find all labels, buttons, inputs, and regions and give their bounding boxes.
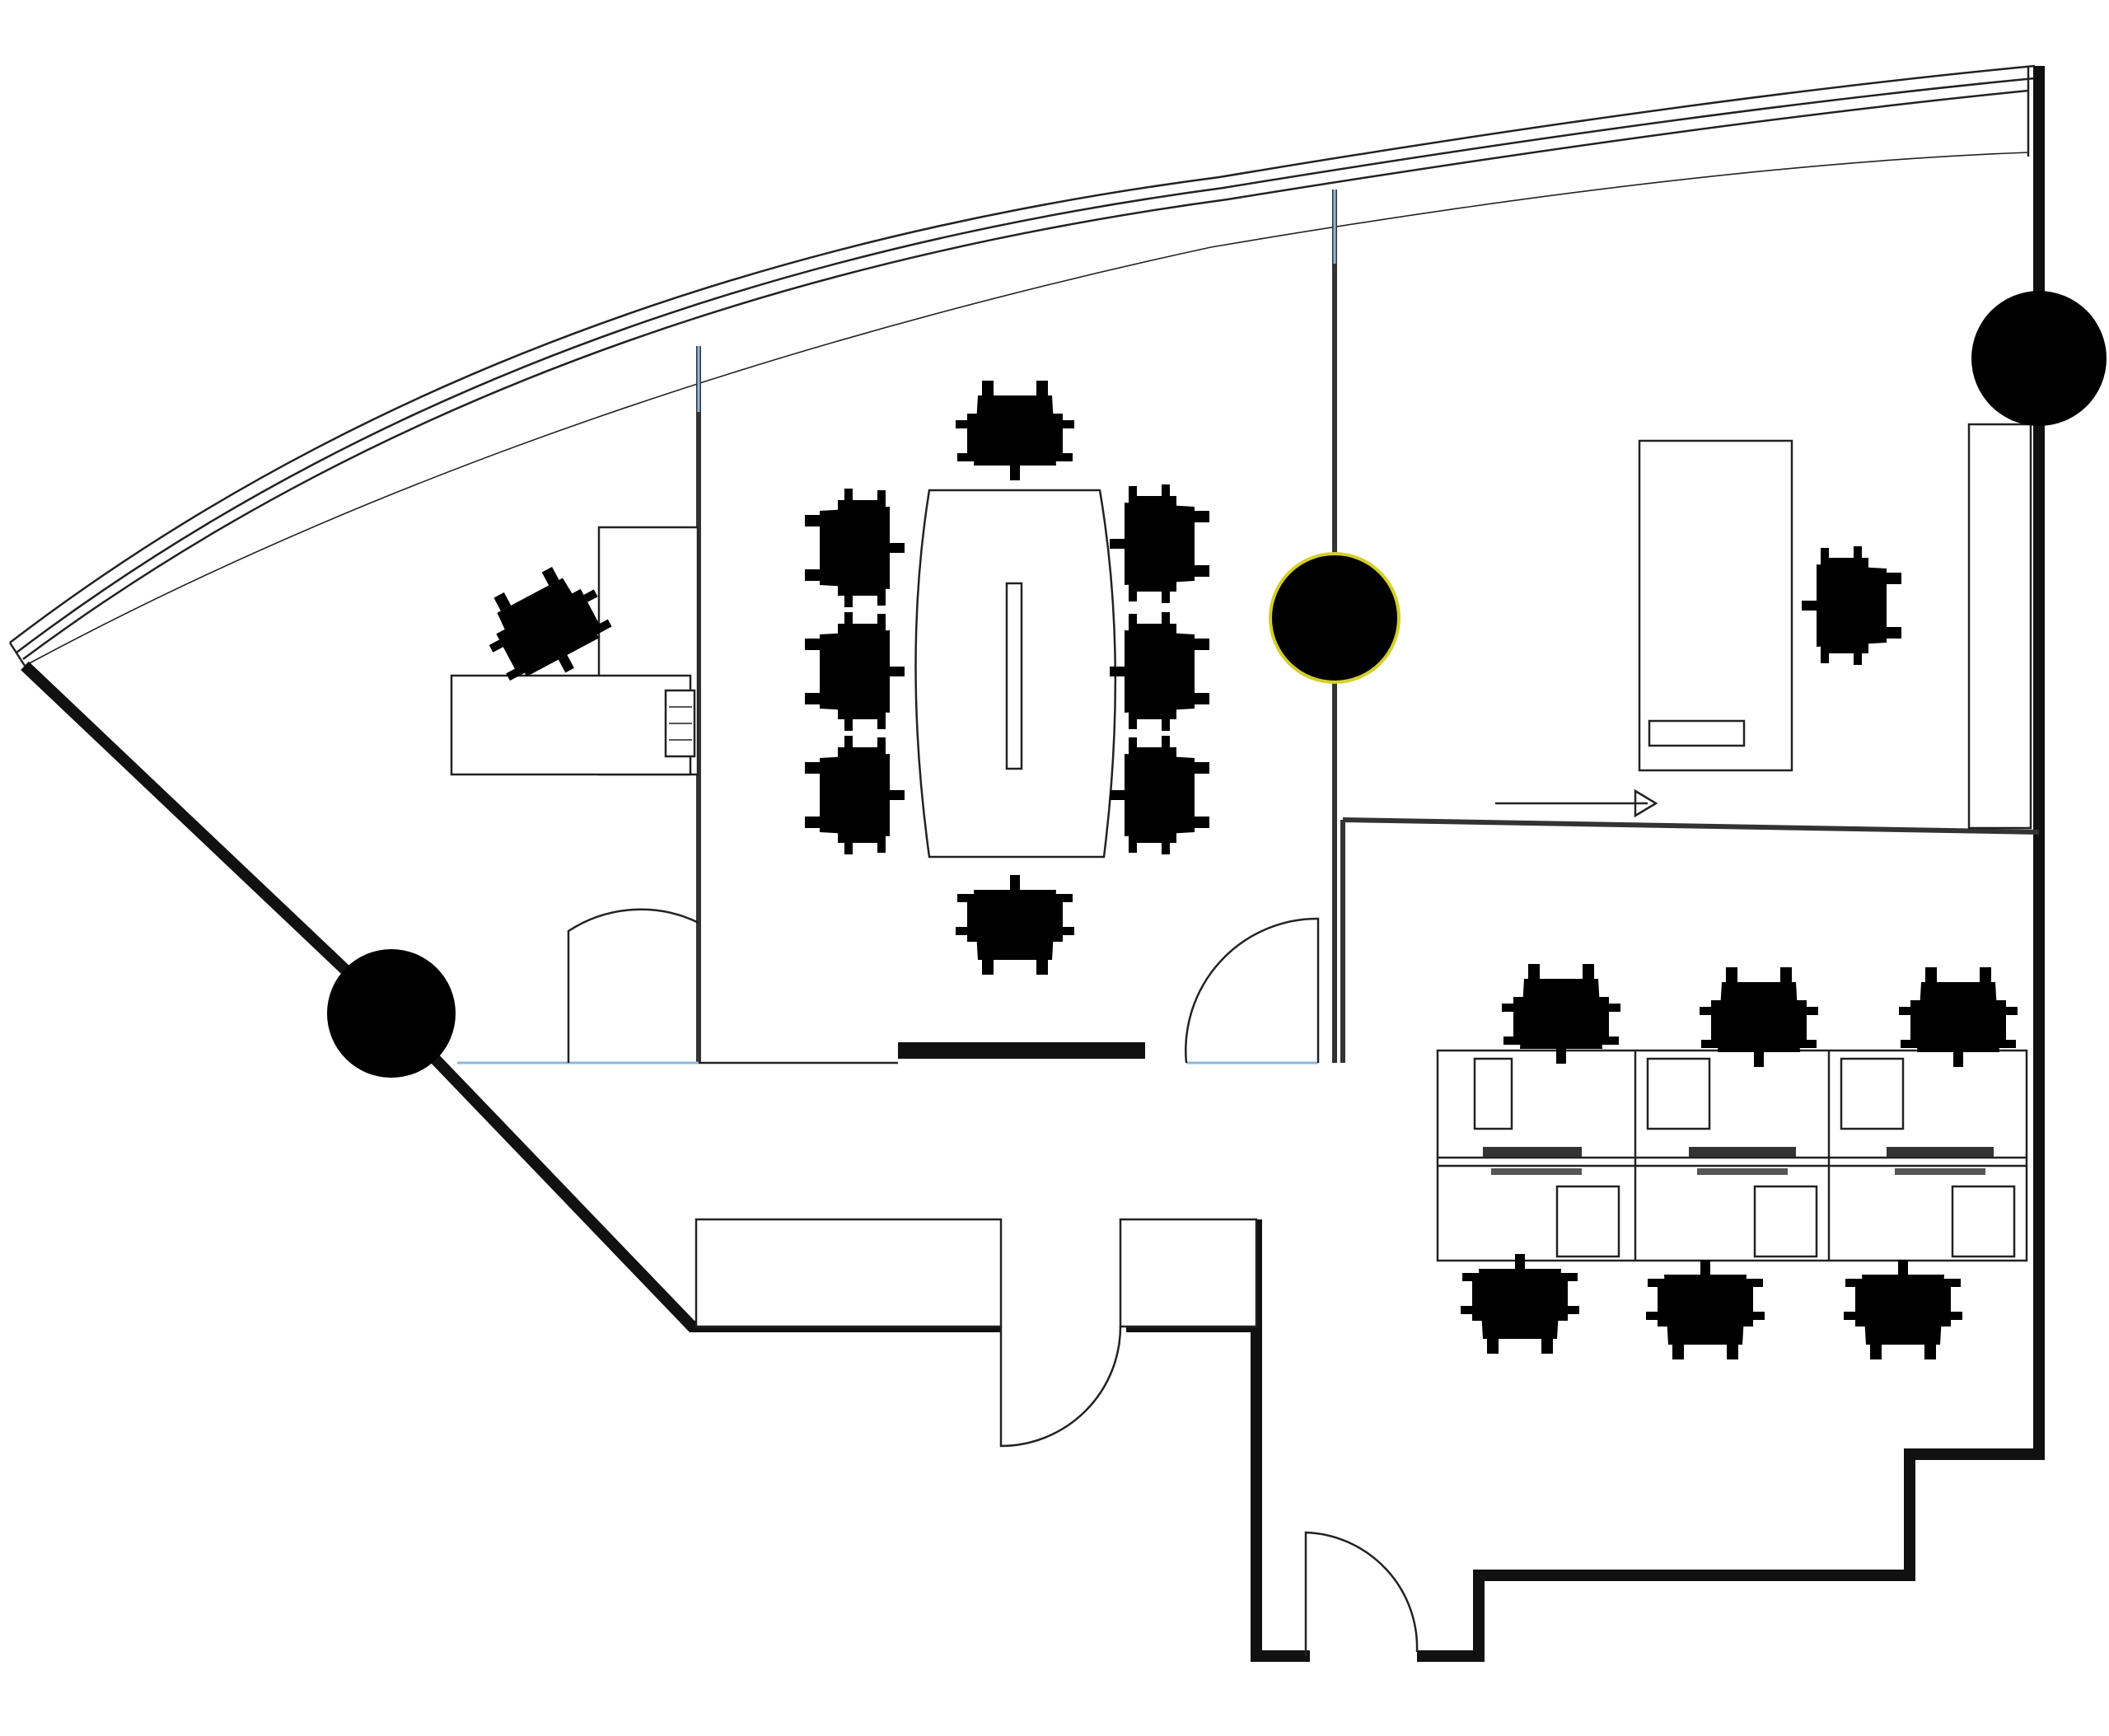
chair [1110, 612, 1209, 731]
conference-room [914, 489, 1117, 859]
chair [805, 489, 905, 607]
columns [327, 291, 2107, 1078]
chair [956, 381, 1074, 480]
chair [805, 612, 905, 731]
chair [1502, 964, 1620, 1064]
office-left [450, 526, 699, 776]
doors [567, 908, 1419, 1656]
partitions [696, 190, 2040, 1063]
chair [1646, 1260, 1765, 1359]
chair [956, 875, 1074, 975]
office-right [1638, 439, 1793, 772]
chair [805, 736, 905, 854]
curtain-wall [8, 64, 2036, 667]
exterior-walls [21, 66, 2045, 1662]
corridor-counters [694, 1218, 1258, 1328]
chair [1461, 1254, 1579, 1354]
workstations [1436, 1049, 2028, 1262]
chair [1844, 1260, 1962, 1359]
chair [1802, 546, 1901, 665]
chair [1110, 484, 1209, 603]
glazing [457, 190, 1336, 1065]
chair [1110, 736, 1209, 854]
column-center [1269, 552, 1401, 684]
column-left [327, 949, 456, 1078]
column-right [1971, 291, 2107, 426]
